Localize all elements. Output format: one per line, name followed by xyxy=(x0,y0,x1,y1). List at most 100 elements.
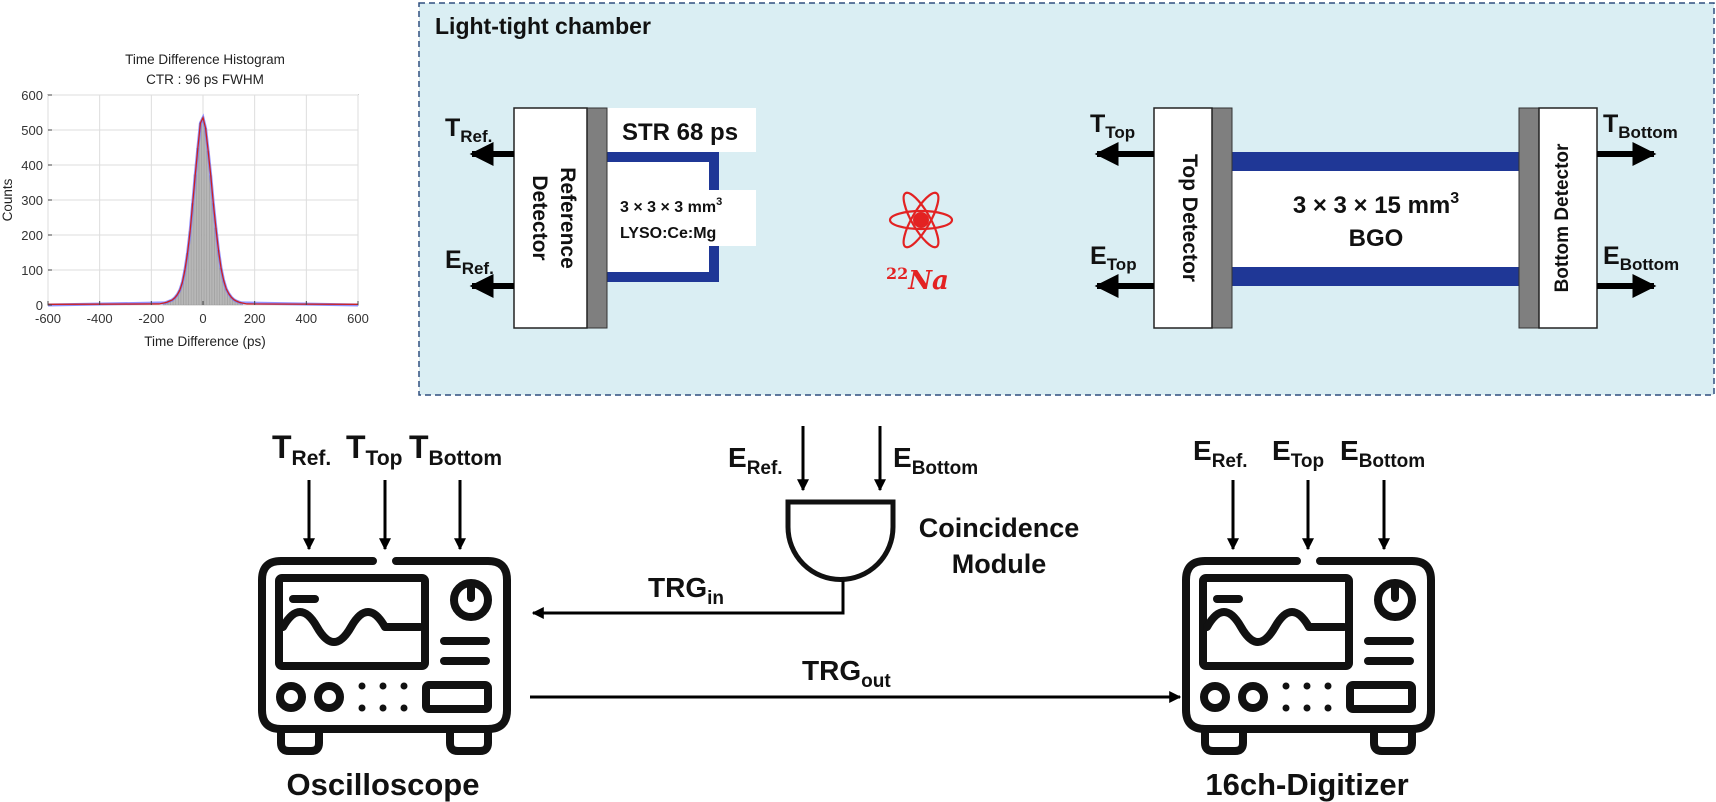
x-tick-label-4: 200 xyxy=(244,311,266,326)
oscilloscope-dots xyxy=(358,682,408,712)
coinc-input-eref-main: E xyxy=(728,442,747,473)
na22-sup: 22 xyxy=(886,264,908,283)
chamber-title: Light-tight chamber xyxy=(435,13,651,39)
osc-input-ttop-sub: Top xyxy=(366,447,403,470)
str-label-bg xyxy=(605,108,756,152)
and-gate-icon xyxy=(785,499,896,582)
t-ref-sub: Ref. xyxy=(460,127,492,146)
osc-input-tbottom-main: T xyxy=(409,429,429,465)
bgo-wrap-bottom xyxy=(1232,267,1519,286)
dig-input-etop-sub: Top xyxy=(1291,451,1324,472)
y-tick-label-4: 400 xyxy=(21,158,43,173)
lyso-dims: 3 × 3 × 3 mm3 xyxy=(620,196,722,216)
lyso-dims-sup: 3 xyxy=(716,196,722,208)
dig-input-etop-main: E xyxy=(1272,435,1291,466)
reference-detector-label-2: Detector xyxy=(528,175,551,260)
lyso-material: LYSO:Ce:Mg xyxy=(620,225,716,242)
y-tick-label-3: 300 xyxy=(21,193,43,208)
t-ref-main: T xyxy=(445,114,460,142)
x-axis-label: Time Difference (ps) xyxy=(144,334,266,349)
osc-input-ttop-main: T xyxy=(346,429,366,465)
e-top-sub: Top xyxy=(1107,255,1137,274)
trg-in-main: TRG xyxy=(648,572,707,603)
digitizer-dots xyxy=(1282,682,1332,712)
lyso-dims-text: 3 × 3 × 3 mm xyxy=(620,199,716,216)
chart-subtitle: CTR : 96 ps FWHM xyxy=(146,72,264,87)
x-tick-label-2: -200 xyxy=(138,311,164,326)
y-tick-label-5: 500 xyxy=(21,123,43,138)
digitizer-label: 16ch-Digitizer xyxy=(1205,767,1408,802)
e-bottom-main: E xyxy=(1603,242,1620,270)
osc-input-tref-sub: Ref. xyxy=(292,447,332,470)
top-detector-box xyxy=(1153,107,1213,329)
trigger-out-link: TRGout xyxy=(530,655,1182,703)
y-tick-label-6: 600 xyxy=(21,88,43,103)
dig-input-etop: ETop xyxy=(1272,435,1324,472)
bgo-crystal xyxy=(1232,171,1519,267)
na22-main: Na xyxy=(907,266,949,296)
t-bottom-label: TBottom xyxy=(1603,110,1678,142)
histogram-outline-curve xyxy=(47,115,359,305)
oscilloscope-block: TRef. TTop TBottom Oscilloscope xyxy=(258,429,511,802)
bgo-dims-sup: 3 xyxy=(1450,190,1459,207)
dig-input-eref: ERef. xyxy=(1193,435,1248,472)
coinc-input-ebottom-sub: Bottom xyxy=(912,458,978,479)
reference-detector-box xyxy=(513,107,588,329)
osc-input-tref-main: T xyxy=(272,429,292,465)
y-tick-label-2: 200 xyxy=(21,228,43,243)
e-ref-label: ERef. xyxy=(445,246,494,278)
bgo-material: BGO xyxy=(1349,225,1404,252)
x-tick-label-6: 600 xyxy=(347,311,369,326)
top-detector-label: Top Detector xyxy=(1178,154,1201,282)
bottom-detector-box xyxy=(1538,107,1598,329)
coinc-input-ebottom-main: E xyxy=(893,442,912,473)
light-tight-chamber: Light-tight chamber STR 68 ps 3 × 3 × 3 … xyxy=(418,2,1715,396)
y-axis-label: Counts xyxy=(0,178,15,221)
histogram-bar xyxy=(198,122,202,306)
reference-detector-label-1: Reference xyxy=(556,167,579,269)
x-tick-label-3: 0 xyxy=(199,311,206,326)
na22-source: 22Na xyxy=(886,191,954,296)
digitizer-icon xyxy=(1182,557,1435,755)
str-label: STR 68 ps xyxy=(622,119,738,146)
osc-input-tbottom-sub: Bottom xyxy=(429,447,502,470)
top-coupling xyxy=(1211,107,1233,329)
coinc-input-eref: ERef. xyxy=(728,442,783,479)
x-tick-label-5: 400 xyxy=(295,311,317,326)
t-bottom-main: T xyxy=(1603,110,1618,138)
bgo-dims: 3 × 3 × 15 mm3 xyxy=(1293,190,1459,219)
trg-out-main: TRG xyxy=(802,655,861,686)
coincidence-label-1: Coincidence xyxy=(919,513,1080,543)
bgo-dims-text: 3 × 3 × 15 mm xyxy=(1293,192,1450,219)
trg-out-sub: out xyxy=(861,671,891,692)
dig-input-eref-sub: Ref. xyxy=(1212,451,1248,472)
osc-input-ttop: TTop xyxy=(346,429,402,470)
t-ref-label: TRef. xyxy=(445,114,492,146)
x-tick-label-1: -400 xyxy=(87,311,113,326)
trg-in-line xyxy=(531,581,845,619)
reference-detector-assembly: STR 68 ps 3 × 3 × 3 mm3 LYSO:Ce:Mg Refer… xyxy=(445,107,756,329)
bgo-wrap-top xyxy=(1232,152,1519,171)
e-ref-main: E xyxy=(445,246,462,274)
lyso-label-bg xyxy=(612,190,756,246)
bottom-detector-label: Bottom Detector xyxy=(1552,143,1573,292)
t-top-main: T xyxy=(1090,110,1105,138)
coinc-input-ebottom: EBottom xyxy=(893,442,978,479)
reference-coupling xyxy=(586,107,608,329)
trg-in-label: TRGin xyxy=(648,572,724,609)
dig-input-ebottom-main: E xyxy=(1340,435,1359,466)
histogram-bar xyxy=(201,117,205,306)
dig-input-ebottom-sub: Bottom xyxy=(1359,451,1425,472)
osc-input-tref: TRef. xyxy=(272,429,331,470)
coinc-input-eref-sub: Ref. xyxy=(747,458,783,479)
dig-input-eref-main: E xyxy=(1193,435,1212,466)
y-tick-label-1: 100 xyxy=(21,263,43,278)
histogram-bar xyxy=(206,150,210,306)
na22-label: 22Na xyxy=(886,264,949,296)
t-top-label: TTop xyxy=(1090,110,1135,142)
x-tick-label-0: -600 xyxy=(35,311,61,326)
histogram-bar xyxy=(204,128,207,306)
bgo-detector-assembly: 3 × 3 × 15 mm3 BGO Top Detector Bottom D… xyxy=(1090,107,1679,329)
